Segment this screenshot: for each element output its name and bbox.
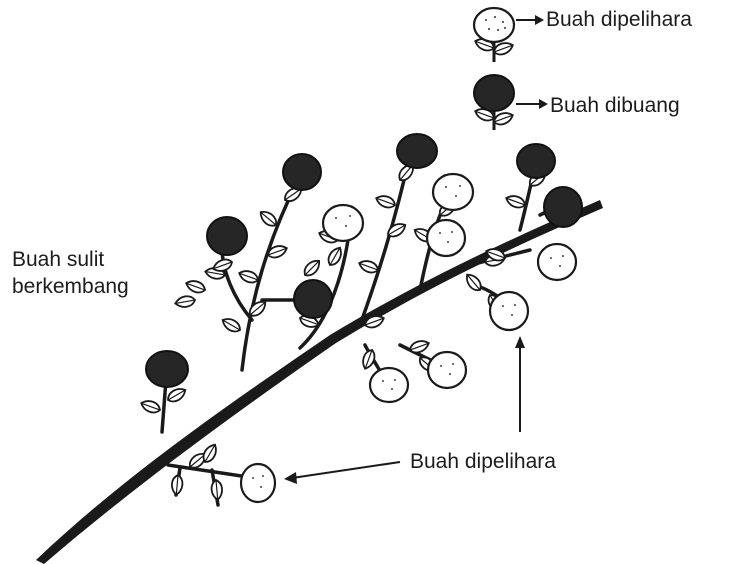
light-fruit (538, 244, 576, 280)
light-fruit (428, 352, 466, 388)
hard-growth-label-line1: Buah sulit (12, 246, 129, 273)
fruit-speckles (252, 185, 564, 488)
light-fruit (490, 292, 528, 330)
dark-fruit (207, 217, 247, 255)
light-fruit (323, 205, 363, 241)
dark-fruit (397, 134, 437, 168)
light-fruit (241, 464, 275, 502)
light-fruit (433, 174, 473, 210)
dark-fruit (517, 144, 555, 178)
dark-fruit (294, 280, 332, 318)
legend (473, 8, 548, 130)
legend-removed-arrowhead (539, 99, 548, 109)
light-fruit (370, 368, 408, 402)
legend-removed-label: Buah dibuang (550, 92, 680, 119)
light-fruit (427, 220, 465, 256)
hard-growth-label-line2: berkembang (12, 273, 129, 300)
dark-fruit (283, 154, 321, 190)
legend-kept-arrowhead (535, 15, 544, 25)
legend-kept-label: Buah dipelihara (546, 6, 692, 33)
legend-kept-fruit-icon (473, 8, 514, 62)
kept-fruit-label: Buah dipelihara (410, 448, 556, 475)
dark-fruit (146, 351, 188, 387)
hard-growth-label: Buah sulit berkembang (12, 246, 129, 300)
dark-fruit (544, 187, 582, 227)
legend-removed-fruit-icon (473, 75, 514, 130)
